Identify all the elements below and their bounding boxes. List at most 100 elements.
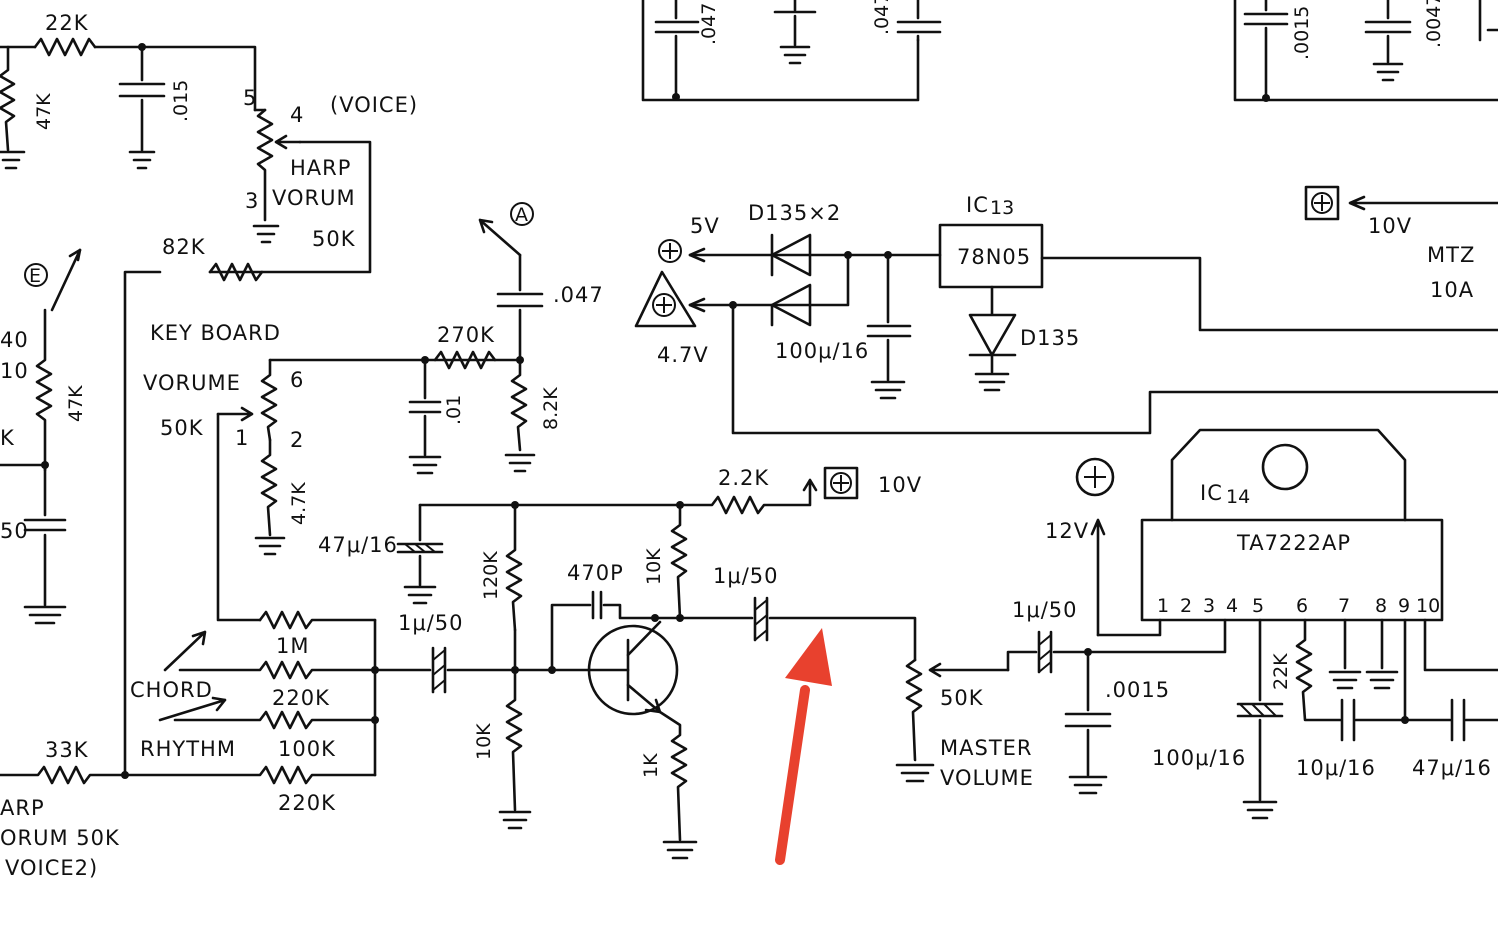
ic14-body (1140, 518, 1444, 622)
label-4-7v: 4.7V (657, 343, 709, 367)
resistor-10k-base (505, 628, 523, 812)
resistor-270k (433, 350, 497, 370)
label-100u16-a: 100μ/16 (775, 339, 869, 363)
label-50k-b: 50K (160, 416, 204, 440)
label-ic14-pin9: 9 (1398, 595, 1410, 617)
label-harp: HARP (290, 156, 351, 180)
label-470p: 470P (567, 561, 624, 585)
label-harp-2: ARP (0, 796, 45, 820)
top-cropped-components (641, 0, 1498, 102)
label-5v: 5V (690, 214, 720, 238)
label-ic14-pin5: 5 (1252, 595, 1264, 617)
label-k: K (0, 426, 15, 450)
label-10k-a: 10K (643, 548, 665, 585)
label-d135x2: D135×2 (748, 201, 841, 225)
label-047-mid: .047 (553, 283, 604, 307)
label-volume: VOLUME (940, 766, 1034, 790)
label-270k: 270K (437, 323, 495, 347)
label-50: 50 (0, 519, 29, 543)
resistor-1k (658, 710, 688, 842)
label-master: MASTER (940, 736, 1033, 760)
label-82k: 82K (162, 235, 206, 259)
resistor-220k-chord (173, 710, 377, 730)
mixer-inputs (0, 610, 517, 785)
label-voice-2: VOICE2) (5, 856, 98, 880)
label-rhythm: RHYTHM (140, 737, 236, 761)
label-10v-b: 10V (1368, 214, 1412, 238)
label-ic14-pin8: 8 (1375, 595, 1387, 617)
resistor-10k-collector (670, 503, 688, 620)
resistor-82k (208, 262, 264, 282)
resistor-33k (0, 765, 127, 785)
label-047-top1: .047 (698, 3, 720, 45)
label-vorum-2: ORUM 50K (0, 826, 120, 850)
keyboard-volume-network (216, 218, 544, 622)
label-01: .01 (443, 395, 465, 425)
pot-keyboard-vorume (260, 358, 278, 442)
label-50k-a: 50K (312, 227, 356, 251)
label-mtz: MTZ (1427, 243, 1475, 267)
label-50k-c: 50K (940, 686, 984, 710)
label-pin1: 1 (235, 426, 249, 450)
label-ic14-pin2: 2 (1180, 595, 1192, 617)
label-220k-a: 220K (272, 686, 330, 710)
label-ic14-pin1: 1 (1157, 595, 1169, 617)
label-12v: 12V (1045, 519, 1089, 543)
label-10k-b: 10K (473, 723, 495, 760)
label-120k: 120K (480, 551, 502, 600)
label-1m: 1M (276, 634, 309, 658)
label-pin2: 2 (290, 428, 304, 452)
label-22k: 22K (45, 11, 89, 35)
label-22k-c: 22K (1270, 653, 1292, 690)
resistor-220k-keyboard (258, 610, 377, 630)
label-d135: D135 (1020, 326, 1080, 350)
label-ic14-sub: 14 (1226, 486, 1250, 508)
label-220k-b: 220K (278, 791, 336, 815)
label-ic14-pin7: 7 (1338, 595, 1350, 617)
label-015: .015 (170, 80, 192, 122)
schematic-labels: 22K 47K .015 5 4 3 (VOICE) HARP VORUM 50… (0, 0, 1492, 880)
label-10: 10 (0, 359, 29, 383)
annotation-arrow (775, 628, 832, 865)
label-ic14-pin3: 3 (1203, 595, 1215, 617)
label-ta7222ap: TA7222AP (1236, 531, 1351, 555)
resistor-22k (33, 37, 97, 57)
pot-master-volume (905, 658, 923, 762)
label-0047-top: .0047 (1423, 0, 1445, 48)
label-33k: 33K (45, 738, 89, 762)
ic14-power-amp (1075, 428, 1498, 820)
label-node-e: E (29, 265, 41, 287)
label-1u50-b: 1μ/50 (398, 611, 464, 635)
resistor-4-7k (260, 438, 278, 537)
label-voice: (VOICE) (330, 93, 418, 117)
label-ic14-pin6: 6 (1296, 595, 1308, 617)
left-e-network (0, 248, 82, 625)
resistor-120k (505, 503, 523, 632)
label-1k: 1K (640, 753, 662, 778)
label-8-2k: 8.2K (540, 387, 562, 430)
label-pin3: 3 (245, 189, 259, 213)
label-10v-a: 10V (878, 473, 922, 497)
label-ic13: IC (966, 193, 989, 217)
label-47u16-b: 47μ/16 (1412, 756, 1492, 780)
label-chord: CHORD (130, 678, 213, 702)
label-10a: 10A (1430, 278, 1474, 302)
label-pin4: 4 (290, 103, 304, 127)
transistor-body (587, 624, 679, 716)
resistor-2-2k (678, 478, 818, 515)
label-40: 40 (0, 328, 29, 352)
label-100u16-b: 100μ/16 (1152, 746, 1246, 770)
label-0015-top: .0015 (1291, 6, 1313, 60)
master-volume-network (895, 518, 1227, 795)
voice-network (0, 37, 372, 777)
label-1u50-a: 1μ/50 (713, 564, 779, 588)
label-4-7k: 4.7K (288, 482, 310, 525)
resistor-100k-rhythm (123, 765, 377, 785)
label-vorum: VORUM (272, 186, 356, 210)
label-node-a: A (515, 204, 528, 226)
regulator-section (634, 185, 1498, 435)
label-47u16: 47μ/16 (318, 533, 398, 557)
label-2-2k: 2.2K (718, 466, 769, 490)
label-pin5: 5 (243, 86, 257, 110)
